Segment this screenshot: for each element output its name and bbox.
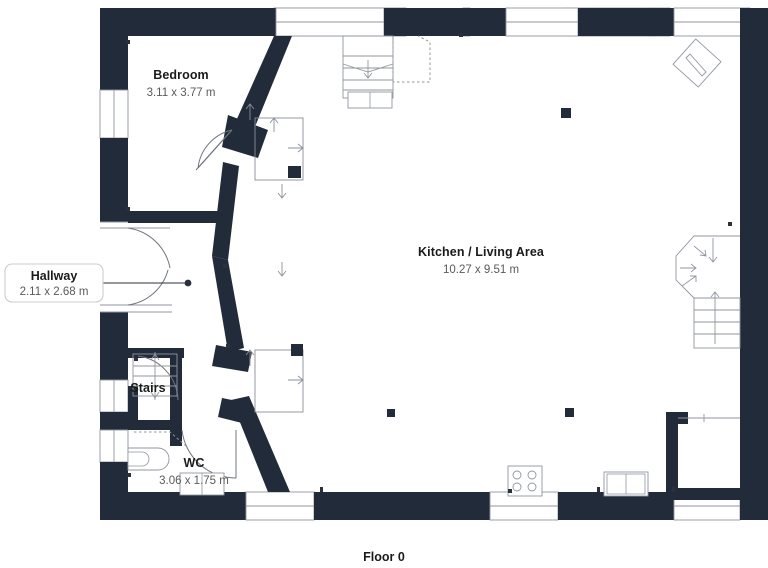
window-bot-1 — [245, 491, 315, 521]
opening-markers — [245, 117, 304, 413]
staircase-lower-dashed — [134, 431, 187, 447]
pillar — [288, 166, 301, 178]
room-name-wc: WC — [183, 456, 204, 470]
wall-seg-left-1 — [100, 8, 128, 90]
pillar — [565, 408, 574, 417]
wall-bottom — [100, 491, 768, 521]
wall-seg-bot-3 — [558, 492, 674, 520]
wall-seg-left-4 — [100, 412, 128, 430]
wall-right — [740, 8, 768, 520]
wall-seg-top-3 — [578, 8, 674, 36]
pillar — [291, 344, 303, 356]
bathtub-icon — [127, 447, 170, 471]
staircase-lower-left — [132, 352, 178, 400]
staircase-main-dashed-path — [392, 35, 431, 83]
window-top-1 — [275, 7, 385, 37]
staircase-winder-right — [675, 235, 741, 349]
room-dim-bedroom: 3.11 x 3.77 m — [147, 87, 216, 99]
wall-seg-top-1 — [100, 8, 276, 36]
pillars — [288, 108, 574, 417]
door-hallway — [127, 227, 171, 306]
room-name-bedroom: Bedroom — [153, 68, 209, 82]
counter-under-stairs-icon — [347, 91, 393, 109]
wall-seg-bot-2 — [314, 492, 490, 520]
closet-bottom-right — [666, 412, 744, 500]
callout-hallway-dim: 2.11 x 2.68 m — [20, 286, 89, 298]
room-name-kitchen-living: Kitchen / Living Area — [418, 245, 545, 259]
wall-stairs-east — [170, 348, 182, 442]
sink-icon — [603, 471, 649, 497]
room-dim-wc: 3.06 x 1.75 m — [159, 475, 229, 487]
window-left-3 — [99, 429, 129, 463]
wall-stairs-west — [128, 386, 138, 430]
window-top-2 — [505, 7, 579, 37]
callout-hallway-name: Hallway — [31, 269, 78, 283]
stove-icon — [507, 465, 543, 497]
door-wc — [181, 429, 237, 479]
wall-central-diagonal — [212, 36, 292, 492]
wall-left — [99, 8, 129, 520]
wall-seg-left-5 — [100, 462, 128, 520]
wc-unit-icon — [179, 472, 225, 496]
room-label-wc: WC 3.06 x 1.75 m — [159, 456, 229, 487]
window-bot-2 — [489, 491, 559, 521]
floor-caption: Floor 0 — [363, 550, 405, 564]
wall-wc-stairs — [128, 348, 184, 446]
room-dim-kitchen-living: 10.27 x 9.51 m — [443, 264, 519, 276]
room-label-stairs: Stairs — [130, 381, 165, 395]
window-left-2 — [99, 379, 129, 413]
wall-wc-north — [170, 430, 182, 446]
wall-stairs-north — [128, 348, 184, 358]
callout-hallway-box — [4, 263, 104, 303]
callout-hallway: Hallway 2.11 x 2.68 m — [4, 263, 104, 303]
window-left-1 — [99, 89, 129, 139]
wall-top-bands — [100, 7, 768, 37]
door-bedroom — [195, 129, 233, 171]
room-label-kitchen-living: Kitchen / Living Area 10.27 x 9.51 m — [418, 245, 545, 276]
floor-interior — [100, 8, 768, 520]
wall-stairs-south — [128, 420, 182, 430]
pillar — [561, 108, 571, 118]
wall-seg-top-2 — [384, 8, 506, 36]
room-name-stairs: Stairs — [130, 381, 165, 395]
wall-seg-left-2 — [100, 138, 128, 222]
wall-seg-left-3 — [100, 312, 128, 380]
wall-seg-bot-4 — [740, 492, 768, 520]
wall-bedroom-south — [128, 211, 228, 223]
window-top-3 — [673, 7, 751, 37]
dining-table-icon — [672, 38, 722, 88]
passage-arrows — [245, 103, 287, 199]
room-label-bedroom: Bedroom 3.11 x 3.77 m — [147, 68, 216, 99]
pillar — [387, 409, 395, 417]
